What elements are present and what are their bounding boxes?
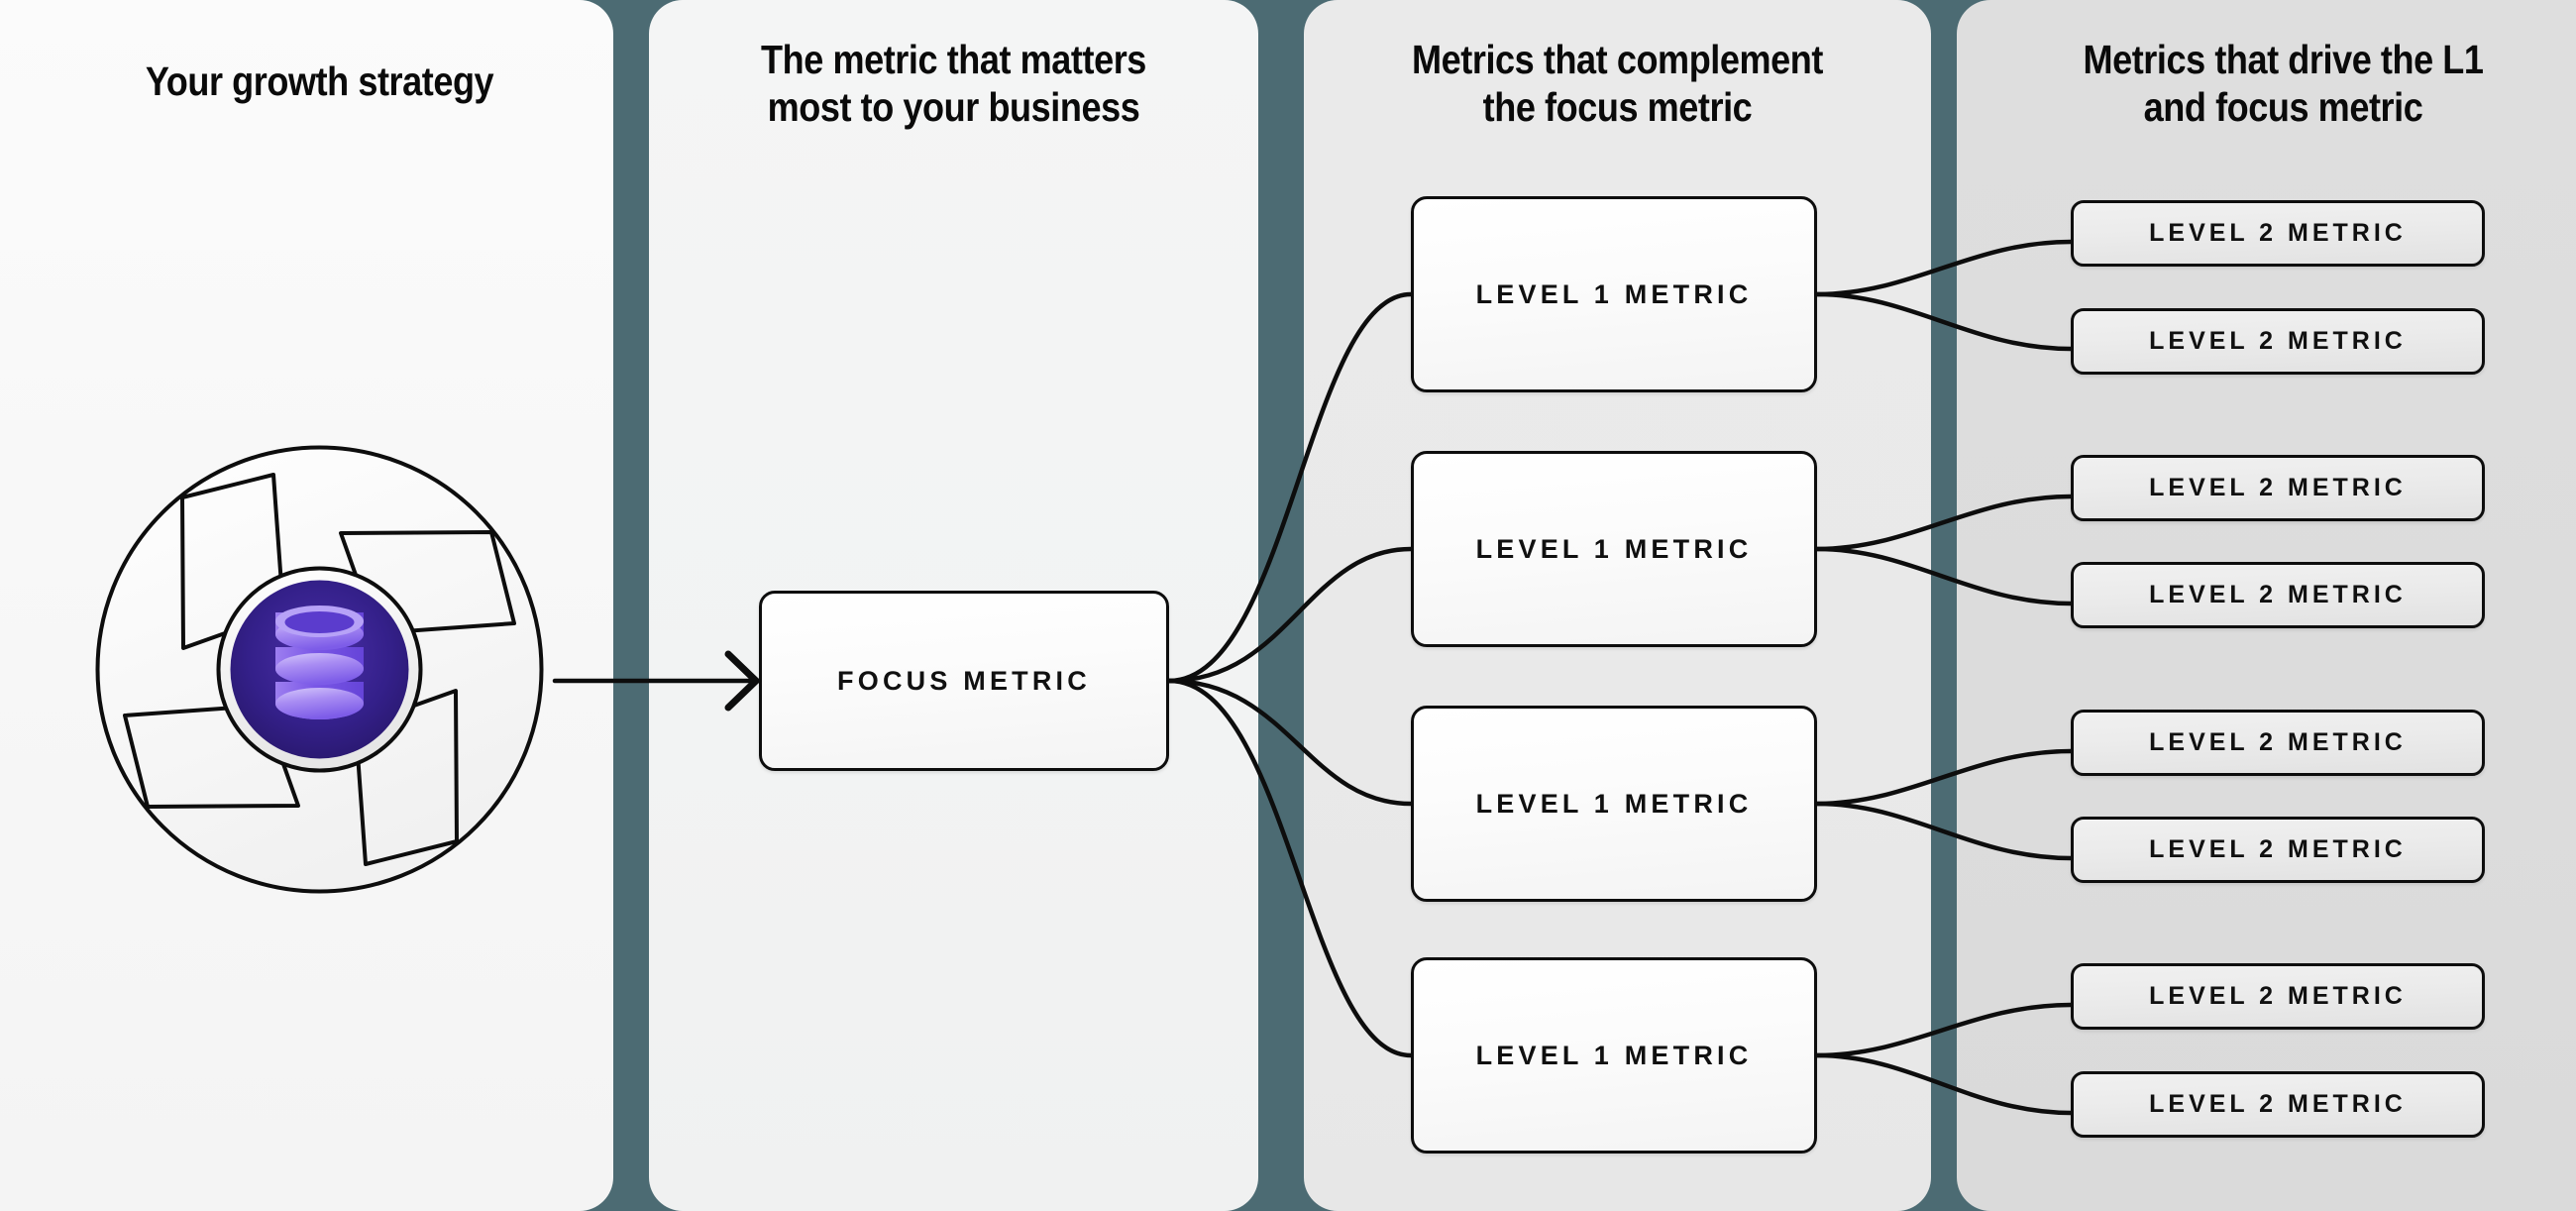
level-1-metric-node[interactable]: LEVEL 1 METRIC <box>1411 196 1817 392</box>
level-2-metric-node[interactable]: LEVEL 2 METRIC <box>2071 817 2485 883</box>
level-2-metric-node[interactable]: LEVEL 2 METRIC <box>2071 710 2485 776</box>
level-2-metric-node[interactable]: LEVEL 2 METRIC <box>2071 963 2485 1030</box>
level-1-metric-node[interactable]: LEVEL 1 METRIC <box>1411 451 1817 647</box>
column-heading-level-1: Metrics that complement the focus metric <box>1412 37 1823 131</box>
database-cylinder-icon <box>275 606 364 719</box>
column-heading-level-2: Metrics that drive the L1 and focus metr… <box>2083 37 2484 131</box>
level-1-metric-label: LEVEL 1 METRIC <box>1475 533 1753 564</box>
level-2-metric-label: LEVEL 2 METRIC <box>2149 982 2407 1010</box>
level-2-metric-label: LEVEL 2 METRIC <box>2149 835 2407 863</box>
level-1-metric-label: LEVEL 1 METRIC <box>1475 278 1753 309</box>
level-2-metric-node[interactable]: LEVEL 2 METRIC <box>2071 455 2485 521</box>
column-heading-focus: The metric that matters most to your bus… <box>761 37 1146 131</box>
level-2-metric-label: LEVEL 2 METRIC <box>2149 219 2407 247</box>
level-1-metric-node[interactable]: LEVEL 1 METRIC <box>1411 706 1817 902</box>
level-2-metric-node[interactable]: LEVEL 2 METRIC <box>2071 200 2485 267</box>
level-1-metric-label: LEVEL 1 METRIC <box>1475 788 1753 819</box>
database-aperture-icon <box>95 445 544 894</box>
level-2-metric-label: LEVEL 2 METRIC <box>2149 474 2407 501</box>
focus-metric-node[interactable]: FOCUS METRIC <box>759 591 1169 771</box>
level-1-metric-node[interactable]: LEVEL 1 METRIC <box>1411 957 1817 1154</box>
level-2-metric-node[interactable]: LEVEL 2 METRIC <box>2071 308 2485 375</box>
level-1-metric-label: LEVEL 1 METRIC <box>1475 1040 1753 1070</box>
level-2-metric-label: LEVEL 2 METRIC <box>2149 728 2407 756</box>
level-2-metric-label: LEVEL 2 METRIC <box>2149 1090 2407 1118</box>
column-heading-strategy: Your growth strategy <box>145 58 494 104</box>
level-2-metric-label: LEVEL 2 METRIC <box>2149 327 2407 355</box>
level-2-metric-node[interactable]: LEVEL 2 METRIC <box>2071 1071 2485 1138</box>
level-2-metric-node[interactable]: LEVEL 2 METRIC <box>2071 562 2485 628</box>
level-2-metric-label: LEVEL 2 METRIC <box>2149 581 2407 608</box>
focus-metric-label: FOCUS METRIC <box>837 665 1091 696</box>
